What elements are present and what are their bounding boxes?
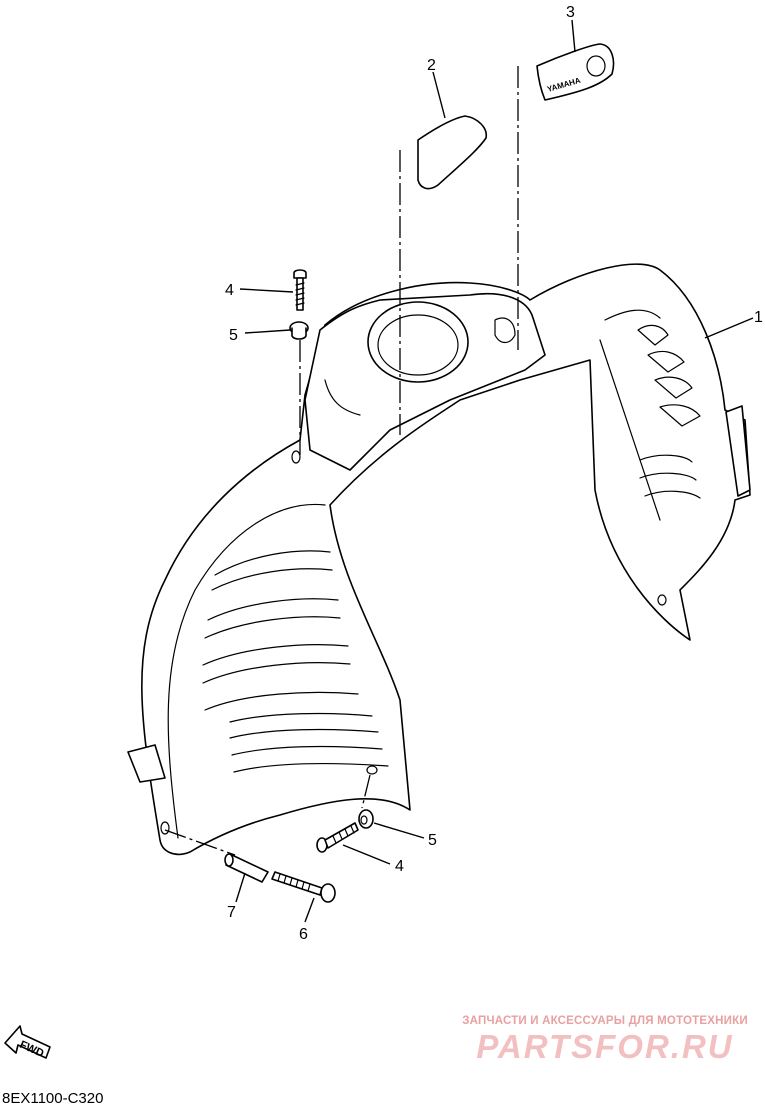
- mount-hole: [291, 450, 301, 464]
- leader-line: [342, 844, 391, 865]
- left-tab: [127, 744, 166, 783]
- lower-collar: [358, 809, 374, 829]
- assembly-line: [164, 829, 236, 856]
- right-vent-louvers: [599, 309, 701, 521]
- meter-panel: [304, 293, 546, 471]
- watermark-logo: PARTSFOR.RU: [476, 1028, 734, 1065]
- fwd-label: FWD: [18, 1039, 46, 1060]
- leader-line: [704, 317, 754, 339]
- callout-1: 1: [754, 309, 763, 326]
- left-vent-louvers: [202, 550, 389, 773]
- callout-7: 7: [227, 904, 236, 921]
- callout-3: 3: [566, 4, 575, 21]
- callout-4-lower: 4: [395, 858, 404, 875]
- mount-hole: [160, 821, 170, 835]
- assembly-line: [361, 774, 371, 809]
- cowling-left-edge: [167, 503, 326, 839]
- leader-line: [432, 71, 446, 119]
- yamaha-emblem: YAMAHA: [536, 43, 615, 101]
- callout-5-upper: 5: [229, 327, 238, 344]
- mount-hole: [657, 594, 667, 606]
- front-cowling: [127, 263, 751, 856]
- callout-6: 6: [299, 926, 308, 943]
- right-tab: [725, 405, 751, 497]
- leader-line: [571, 19, 576, 53]
- callout-5-lower: 5: [428, 832, 437, 849]
- meter-opening: [367, 301, 469, 383]
- upper-screw: [293, 269, 307, 311]
- upper-collar: [289, 321, 309, 340]
- leader-line: [304, 897, 315, 923]
- callout-2: 2: [427, 57, 436, 74]
- emblem-plate: [417, 115, 488, 190]
- long-bolt: [271, 871, 336, 903]
- lower-screw: [316, 822, 359, 853]
- callout-4-upper: 4: [225, 282, 234, 299]
- leader-line: [235, 872, 246, 903]
- cowling-body: [141, 263, 751, 856]
- watermark-caption: ЗАПЧАСТИ И АКСЕССУАРЫ ДЛЯ МОТОТЕХНИКИ: [462, 1015, 748, 1027]
- diagram-code: 8EX1100-C320: [2, 1090, 104, 1107]
- leader-line: [239, 288, 294, 293]
- mount-hole: [366, 765, 378, 775]
- collar-pipe: [224, 853, 269, 883]
- leader-line: [373, 822, 425, 839]
- fwd-arrow-icon: FWD: [4, 1025, 51, 1060]
- leader-line: [244, 329, 291, 334]
